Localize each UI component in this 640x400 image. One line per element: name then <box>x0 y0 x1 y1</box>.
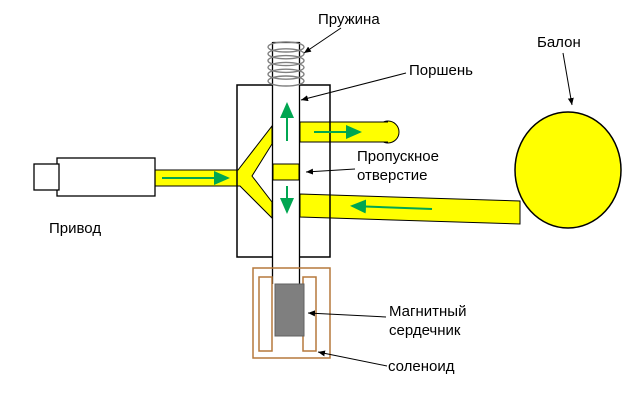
flow-arrows <box>162 102 433 214</box>
solenoid-pointer-arrow <box>317 350 388 367</box>
piston-pointer-arrow <box>300 72 407 102</box>
supply-channel <box>151 124 273 220</box>
balloon-pointer-arrow <box>562 52 574 106</box>
orifice-pointer-arrow <box>305 168 356 175</box>
drive-label: Привод <box>49 220 102 237</box>
pointer-arrows <box>300 27 574 367</box>
magnetic-core-shape <box>274 283 305 337</box>
spring-shape <box>267 41 305 87</box>
magnetic-core-label: Магнитный сердечник <box>389 303 467 339</box>
orifice-shape <box>272 163 300 181</box>
piston-rod <box>271 41 301 284</box>
piston-label: Поршень <box>409 62 473 79</box>
drive-actuator <box>33 157 156 197</box>
orifice-label: Пропускное отверстие <box>357 148 439 184</box>
spring-pointer-arrow <box>303 27 342 54</box>
core-pointer-arrow <box>307 310 387 318</box>
balloon-shape <box>514 111 622 229</box>
spring-label: Пружина <box>318 11 380 28</box>
flow-arrow-from-balloon <box>350 199 433 214</box>
balloon-label: Балон <box>537 34 581 51</box>
solenoid-label: соленоид <box>388 358 455 375</box>
